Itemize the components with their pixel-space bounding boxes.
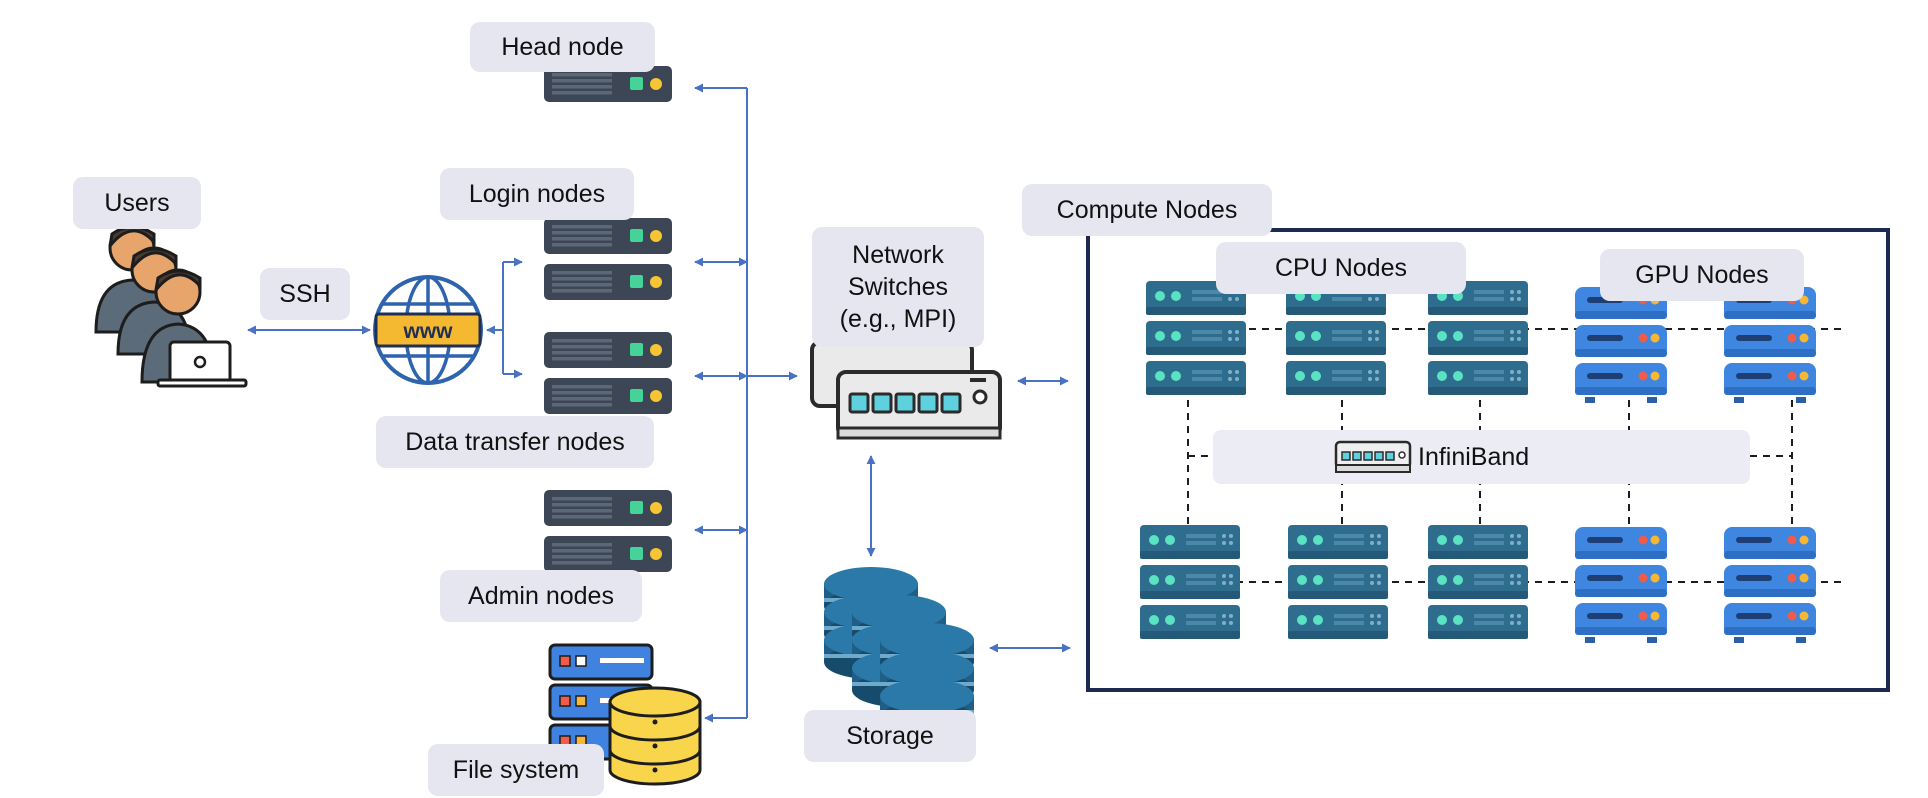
label-ssh: SSH (260, 268, 350, 320)
label-network-switches-line2: Switches (847, 273, 949, 301)
label-admin-nodes: Admin nodes (440, 570, 642, 622)
gpu-server-row-bottom (1575, 527, 1816, 643)
cpu-server-row-top (1146, 281, 1528, 395)
login-nodes-server (544, 218, 672, 300)
label-network-switches-line1: Network (852, 241, 944, 269)
label-data-transfer-nodes: Data transfer nodes (376, 416, 654, 468)
connectors (247, 83, 1071, 723)
compute-nodes-frame (1086, 228, 1890, 692)
gpu-server-row-top (1575, 287, 1816, 403)
data-transfer-nodes-server (544, 332, 672, 414)
label-cpu-nodes: CPU Nodes (1216, 242, 1466, 294)
label-infiniband: InfiniBand (1418, 443, 1530, 471)
label-users: Users (73, 177, 201, 229)
label-compute-nodes: Compute Nodes (1022, 184, 1272, 236)
label-network-switches-line3: (e.g., MPI) (839, 305, 957, 333)
file-system-server-database-icon (548, 643, 702, 786)
cpu-server-row-bottom (1140, 525, 1528, 639)
label-gpu-nodes: GPU Nodes (1600, 249, 1804, 301)
network-switch-icon (810, 340, 1002, 440)
label-head-node: Head node (470, 22, 655, 72)
label-storage: Storage (804, 710, 976, 762)
label-file-system: File system (428, 744, 604, 796)
admin-nodes-server (544, 490, 672, 572)
infiniband-switch-icon (1334, 440, 1412, 473)
www-globe-icon: www (373, 275, 483, 385)
svg-text:www: www (402, 320, 453, 343)
label-network-switches: Network Switches (e.g., MPI) (812, 227, 984, 347)
users-group-icon (94, 224, 248, 388)
label-login-nodes: Login nodes (440, 168, 634, 220)
